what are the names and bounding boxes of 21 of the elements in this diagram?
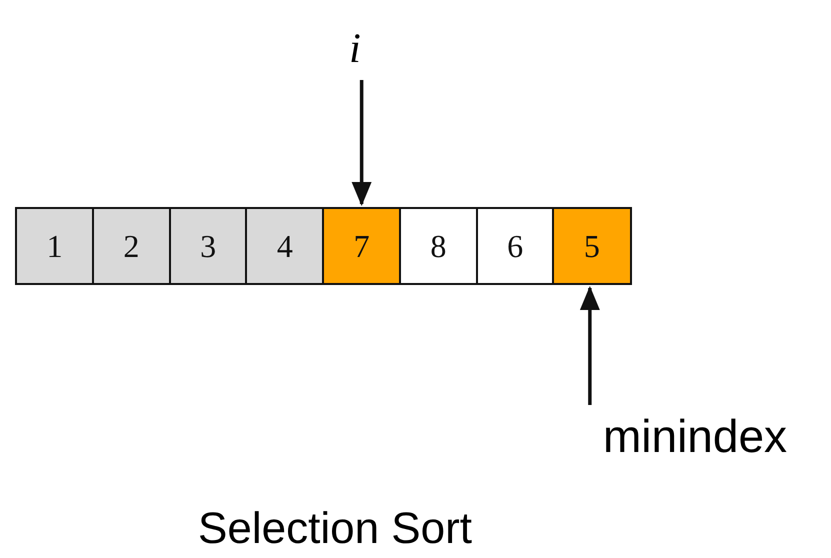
array-value: 8 <box>430 228 446 264</box>
array-value: 4 <box>276 228 293 264</box>
array-cell <box>168 207 248 285</box>
array-value: 1 <box>46 228 63 264</box>
array-cell <box>92 207 171 285</box>
array-cell <box>245 207 324 285</box>
arrow <box>580 286 600 405</box>
arrow <box>352 80 372 206</box>
index-variable: i <box>349 28 361 70</box>
array-cell <box>476 207 555 285</box>
array-value: 6 <box>507 228 524 264</box>
array-cell <box>398 207 478 285</box>
array-value: 3 <box>200 228 216 264</box>
array-value: 7 <box>354 228 370 264</box>
variable-label: minindex <box>602 409 788 463</box>
array-cell <box>552 207 632 285</box>
array-value: 2 <box>123 228 140 264</box>
array-value: 5 <box>584 228 600 264</box>
array-cell <box>322 207 402 285</box>
caption: Selection Sort <box>197 503 473 555</box>
array-cell <box>15 207 94 285</box>
